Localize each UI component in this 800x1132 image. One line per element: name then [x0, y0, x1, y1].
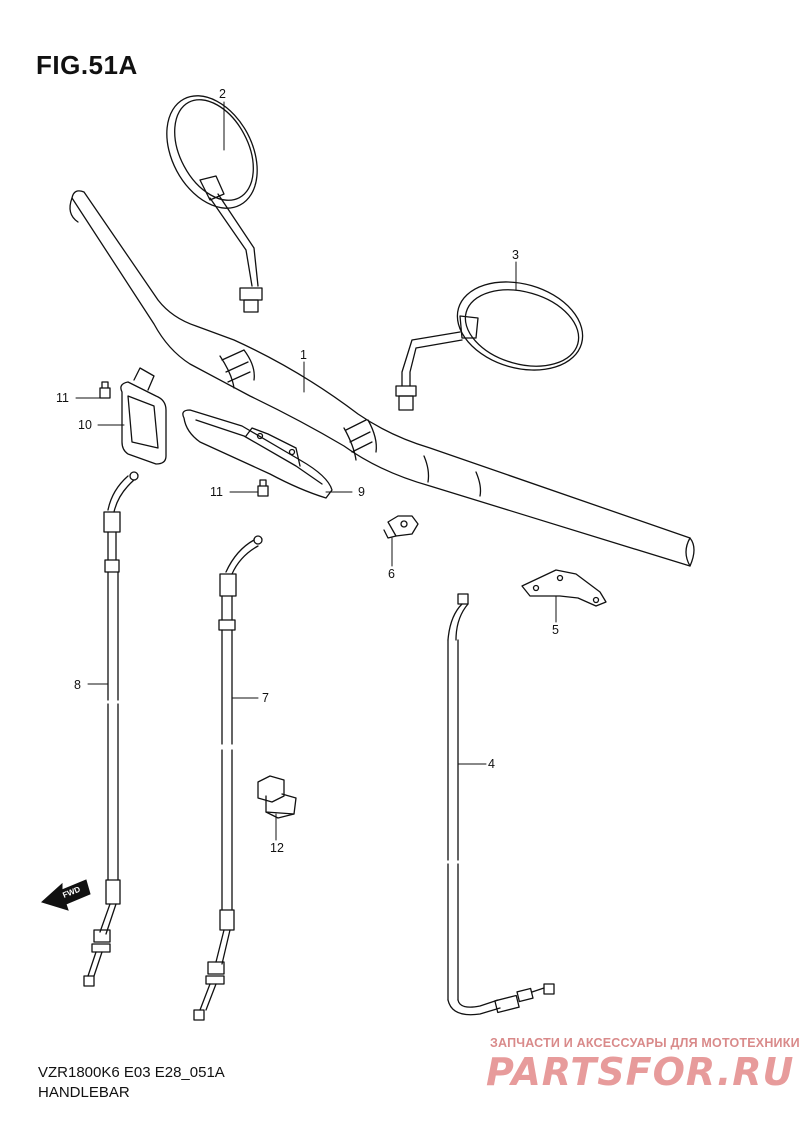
handlebar-part	[69, 190, 695, 567]
clip-part	[257, 775, 297, 819]
watermark-logo: PARTSFOR.RU	[486, 1050, 795, 1094]
part-ref-10: 10	[78, 418, 92, 432]
section-name: HANDLEBAR	[38, 1084, 130, 1101]
watermark-tagline: ЗАПЧАСТИ И АКСЕССУАРЫ ДЛЯ МОТОТЕХНИКИ	[490, 1036, 800, 1050]
forward-arrow-icon: FWD	[41, 879, 91, 911]
part-ref-6: 6	[388, 567, 395, 581]
part-ref-7: 7	[262, 691, 269, 705]
right-mirror-part	[395, 281, 584, 411]
throttle-cable-7-part	[193, 535, 263, 1021]
figure-title: FIG.51A	[36, 50, 138, 80]
part-ref-5: 5	[552, 623, 559, 637]
holder-part	[182, 409, 333, 499]
clamp-part	[383, 515, 419, 539]
holder-plate-part	[120, 367, 167, 465]
part-ref-12: 12	[270, 841, 284, 855]
part-ref-8: 8	[74, 678, 81, 692]
bracket-part	[521, 569, 607, 607]
clutch-cable-4-part	[447, 593, 555, 1016]
part-ref-1: 1	[300, 348, 307, 362]
part-ref-2: 2	[219, 87, 226, 101]
bolt-part-upper	[99, 381, 111, 399]
part-ref-11b: 11	[210, 485, 223, 499]
leader-lines	[75, 101, 557, 841]
left-mirror-part	[166, 95, 263, 313]
throttle-cable-8-part	[83, 471, 139, 987]
bolt-part-lower	[257, 479, 269, 497]
part-ref-3: 3	[512, 248, 519, 262]
part-ref-9: 9	[358, 485, 365, 499]
model-code: VZR1800K6 E03 E28_051A	[38, 1064, 225, 1081]
part-ref-11a: 11	[56, 391, 69, 405]
part-ref-4: 4	[488, 757, 495, 771]
part-labels: 2 3 1 11 10 11 9 6 5 8 7 4 12	[56, 87, 559, 855]
